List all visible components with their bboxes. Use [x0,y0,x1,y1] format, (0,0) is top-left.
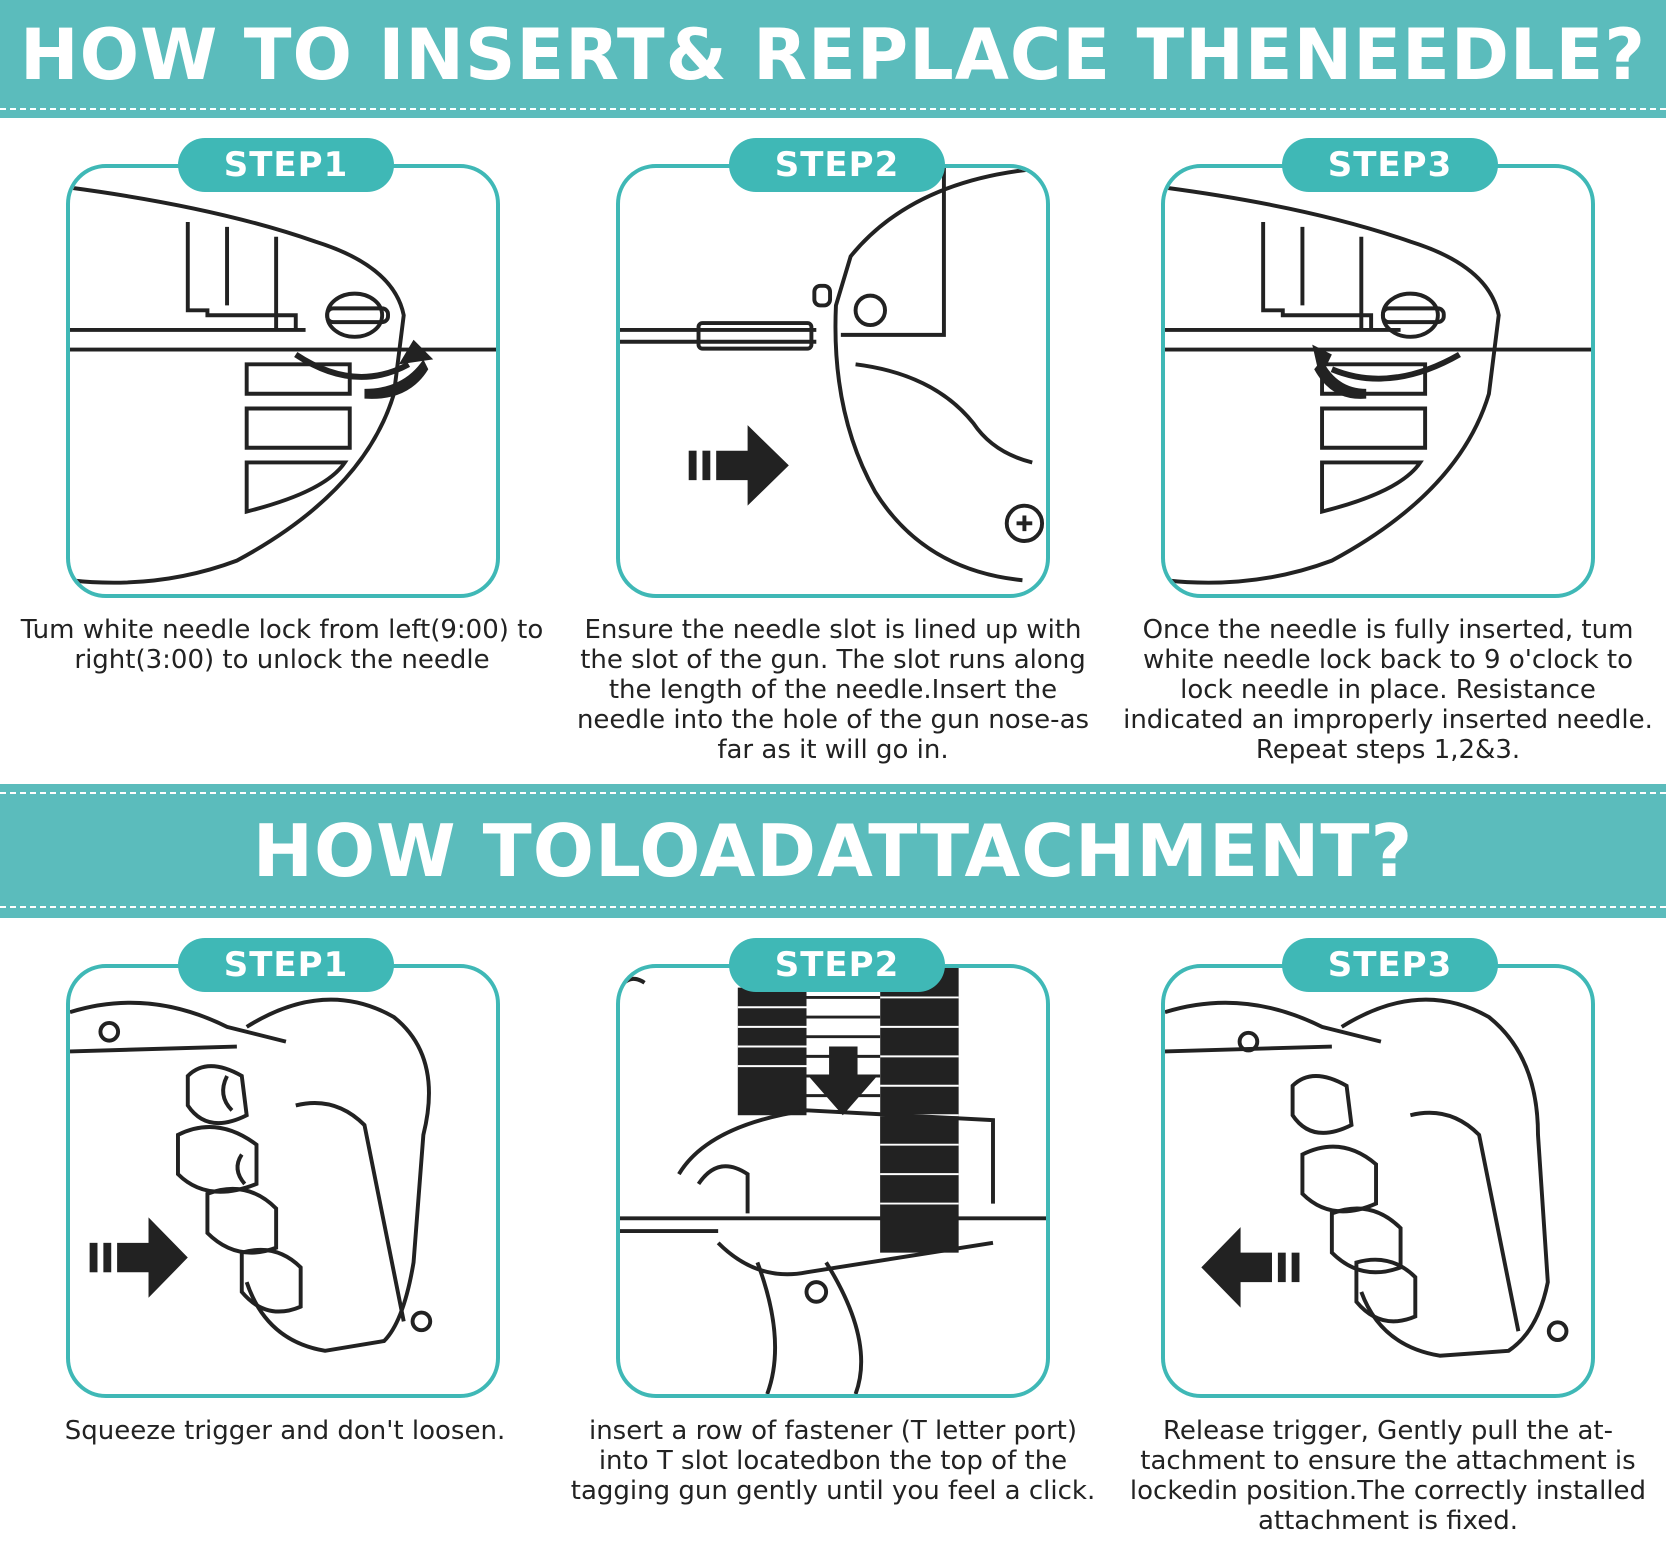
load-step2-badge: STEP2 [729,938,945,992]
lock-unlock-diagram-icon [70,185,496,585]
load-step3-caption: Release trigger, Gently pull the at-tach… [1129,1416,1647,1536]
insert-step2-caption: Ensure the needle slot is lined up with … [576,615,1090,765]
insert-step1-illustration [66,164,500,598]
section1-banner: HOW TO INSERT& REPLACE THENEEDLE? [0,0,1666,118]
insert-step1-caption: Tum white needle lock from left(9:00) to… [20,615,544,675]
lock-relock-diagram-icon [1165,185,1591,585]
insert-step2-badge: STEP2 [729,138,945,192]
insert-step3-caption: Once the needle is fully inserted, tum w… [1123,615,1653,765]
release-trigger-hand-icon [1165,997,1569,1358]
load-step1-illustration [66,964,500,1398]
load-step2-caption: insert a row of fastener (T letter port)… [570,1416,1096,1506]
section2-title: HOW TOLOADATTACHMENT? [252,809,1414,893]
banner-dashed-line [0,906,1666,908]
insert-step1-badge: STEP1 [178,138,394,192]
load-step1-caption: Squeeze trigger and don't loosen. [64,1416,506,1446]
insert-step2-illustration [616,164,1050,598]
section1-title: HOW TO INSERT& REPLACE THENEEDLE? [20,14,1646,96]
section2-banner: HOW TOLOADATTACHMENT? [0,784,1666,918]
banner-dashed-line [0,792,1666,794]
load-step3-badge: STEP3 [1282,938,1498,992]
load-step2-illustration [616,964,1050,1398]
squeeze-trigger-hand-icon [70,997,433,1353]
load-step3-illustration [1161,964,1595,1398]
insert-step3-illustration [1161,164,1595,598]
fastener-load-diagram-icon [620,968,1046,1394]
load-step1-badge: STEP1 [178,938,394,992]
insert-step3-badge: STEP3 [1282,138,1498,192]
needle-insert-diagram-icon [620,168,1046,583]
banner-dashed-line [0,108,1666,110]
